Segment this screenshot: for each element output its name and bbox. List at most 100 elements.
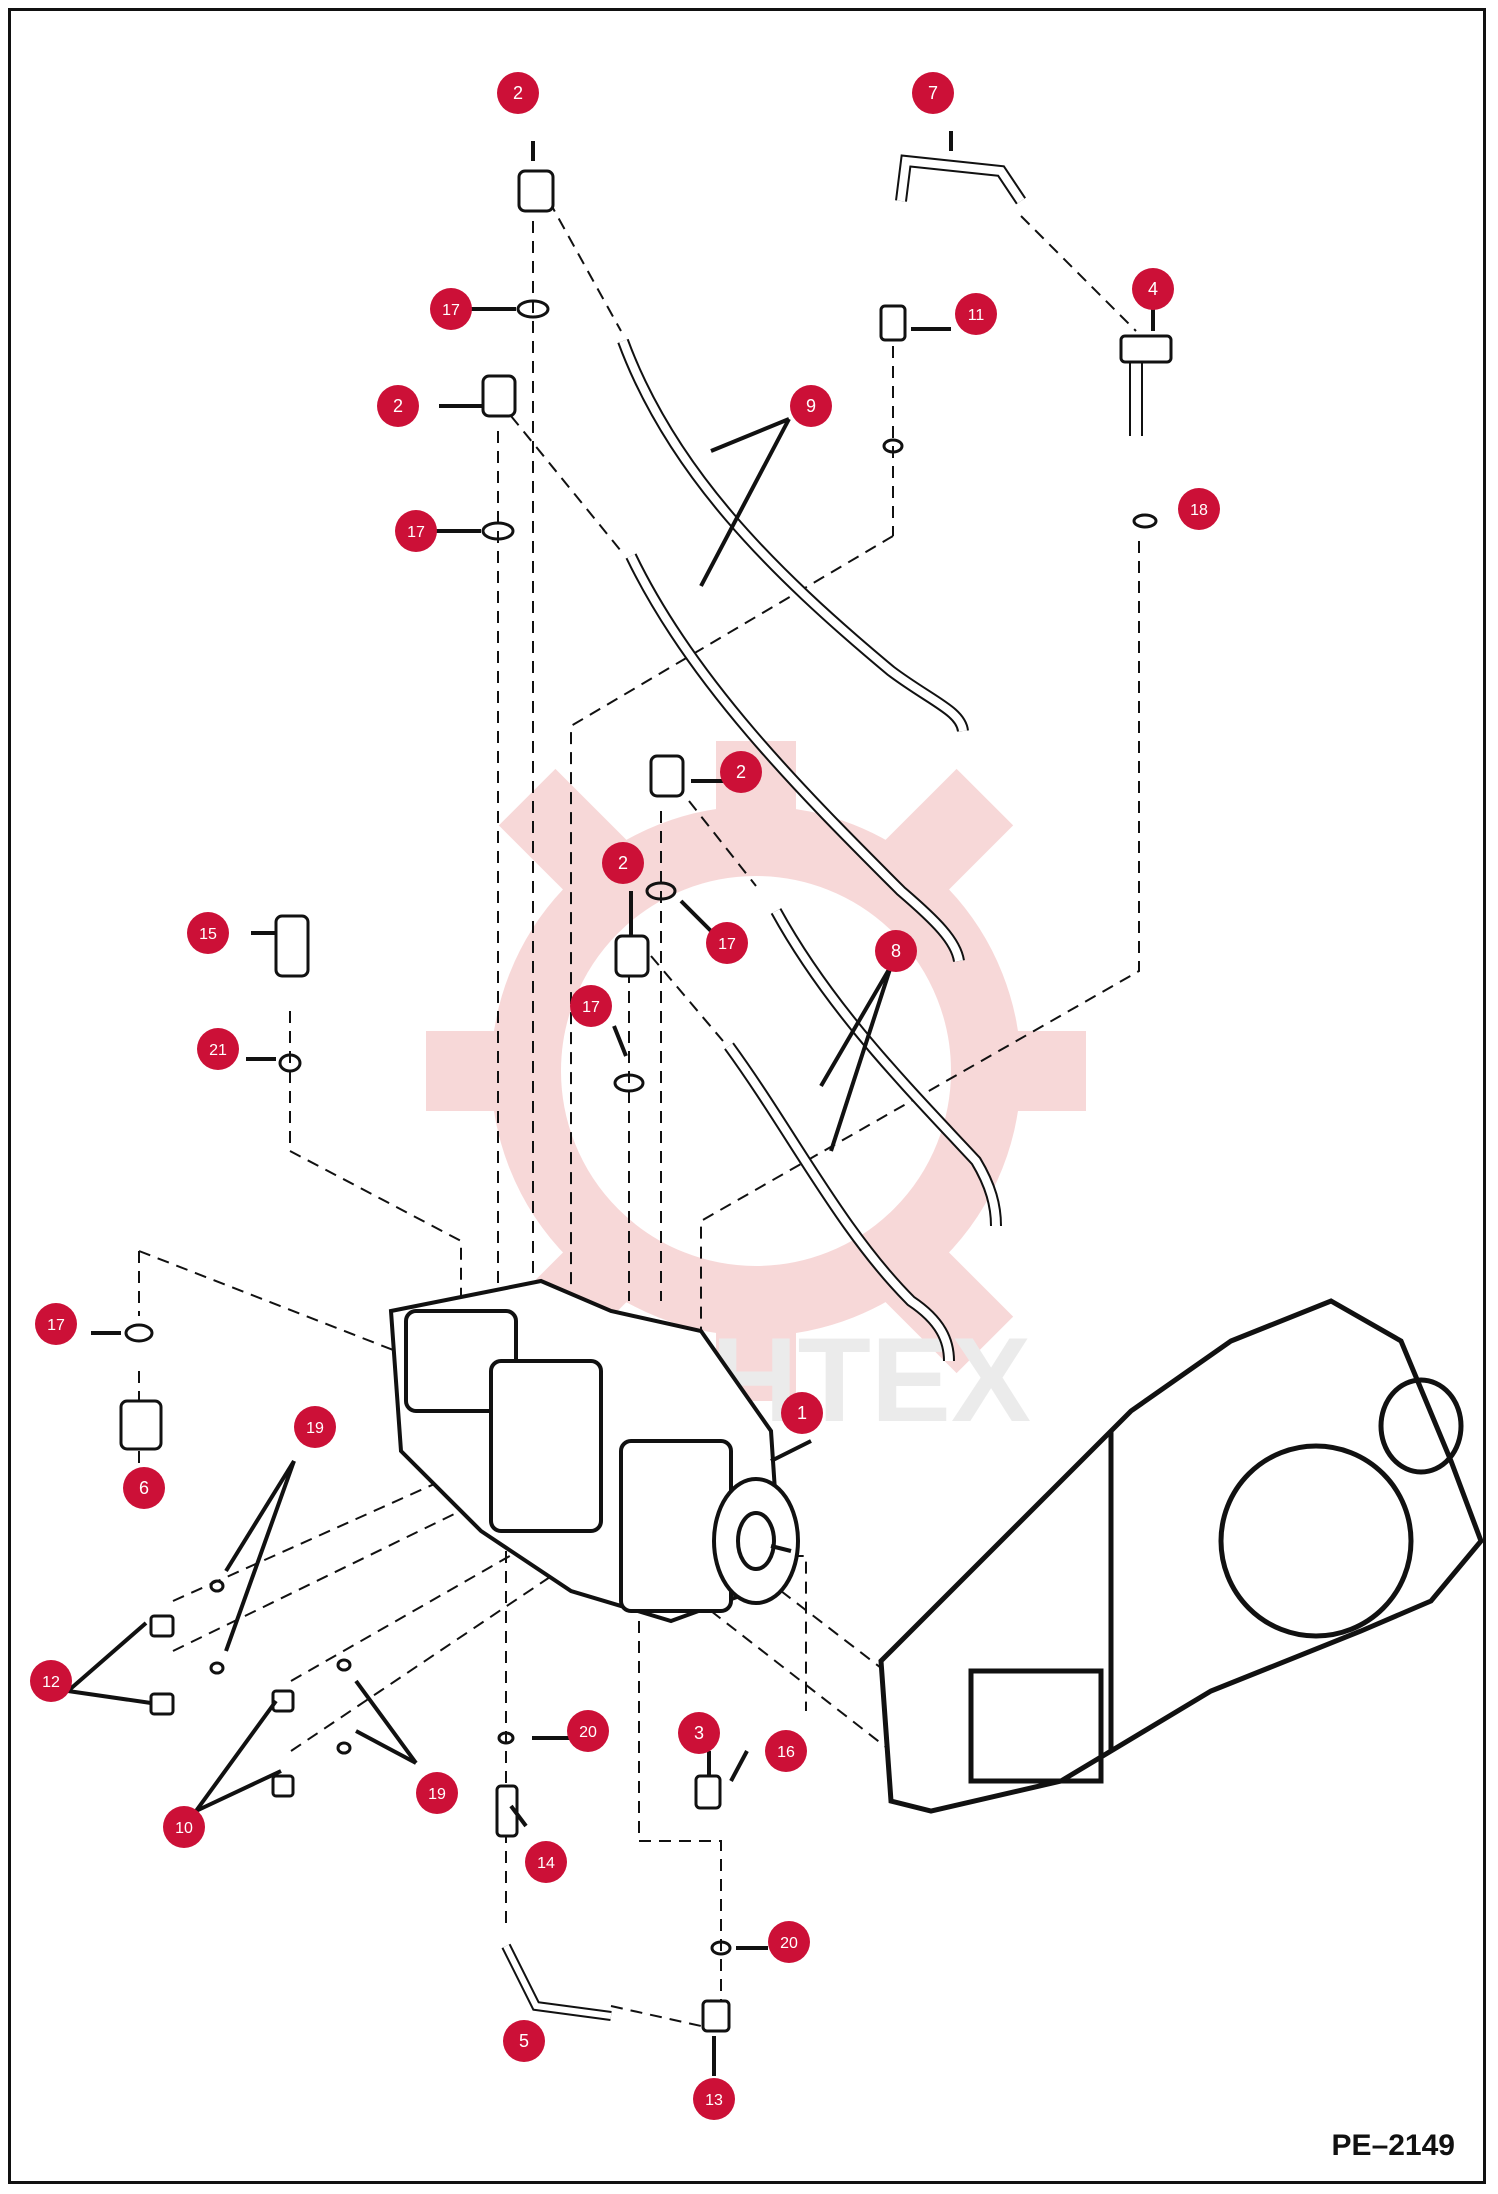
callout-circle xyxy=(781,1392,823,1434)
callout-circle xyxy=(416,1772,458,1814)
callout-label: 2 xyxy=(736,762,746,782)
callout-label: 20 xyxy=(780,1935,798,1952)
tee-fitting xyxy=(1119,334,1173,364)
callout-label: 14 xyxy=(537,1855,555,1872)
callout-19: 19 xyxy=(416,1772,458,1814)
callout-17: 17 xyxy=(570,985,612,1027)
callout-label: 2 xyxy=(618,853,628,873)
callout-17: 17 xyxy=(35,1303,77,1345)
callout-16: 16 xyxy=(765,1730,807,1772)
callout-label: 7 xyxy=(928,83,938,103)
callout-label: 12 xyxy=(42,1674,60,1691)
elbow-fitting xyxy=(701,1999,731,2033)
callout-circle xyxy=(567,1710,609,1752)
plug xyxy=(271,1774,295,1798)
callout-circle xyxy=(187,912,229,954)
callout-label: 20 xyxy=(579,1724,597,1741)
callout-label: 15 xyxy=(199,926,217,943)
callout-18: 18 xyxy=(1178,488,1220,530)
callout-label: 17 xyxy=(407,524,425,541)
callout-circle xyxy=(602,842,644,884)
callout-label: 21 xyxy=(209,1042,227,1059)
plug xyxy=(271,1689,295,1713)
callout-circle xyxy=(197,1028,239,1070)
callout-circle xyxy=(163,1806,205,1848)
callout-label: 8 xyxy=(891,941,901,961)
callout-circle xyxy=(395,510,437,552)
elbow-fitting xyxy=(614,934,650,978)
callout-15: 15 xyxy=(187,912,229,954)
callout-label: 16 xyxy=(777,1744,795,1761)
callout-circle xyxy=(30,1660,72,1702)
callout-12: 12 xyxy=(30,1660,72,1702)
callout-2: 2 xyxy=(497,72,539,114)
callout-label: 6 xyxy=(139,1478,149,1498)
tee-fitting xyxy=(119,1399,163,1451)
callout-1: 1 xyxy=(781,1392,823,1434)
plug xyxy=(149,1614,175,1638)
callout-label: 4 xyxy=(1148,279,1158,299)
callout-circle xyxy=(35,1303,77,1345)
callout-label: 3 xyxy=(694,1723,704,1743)
callout-21: 21 xyxy=(197,1028,239,1070)
callout-circle xyxy=(123,1467,165,1509)
callout-label: 18 xyxy=(1190,502,1208,519)
elbow-fitting xyxy=(517,169,555,213)
callout-17: 17 xyxy=(395,510,437,552)
hydraulic-pump-exploded-diagram: MHTEX xyxy=(30,72,1484,2120)
callout-label: 17 xyxy=(442,302,460,319)
callout-circle xyxy=(875,930,917,972)
callout-9: 9 xyxy=(790,385,832,427)
callout-circle xyxy=(503,2020,545,2062)
callout-circle xyxy=(294,1406,336,1448)
callout-circle xyxy=(955,293,997,335)
callout-circle xyxy=(678,1712,720,1754)
callout-7: 7 xyxy=(912,72,954,114)
callout-8: 8 xyxy=(875,930,917,972)
callout-17: 17 xyxy=(430,288,472,330)
callout-circle xyxy=(1178,488,1220,530)
adapter-fitting xyxy=(879,304,907,342)
engine-flywheel-housing xyxy=(878,1298,1484,1814)
hydraulic-hoses xyxy=(501,154,1143,2021)
callout-circle xyxy=(768,1921,810,1963)
fittings xyxy=(119,169,1173,2033)
callout-17: 17 xyxy=(706,922,748,964)
callout-2: 2 xyxy=(602,842,644,884)
callout-label: 17 xyxy=(718,936,736,953)
callout-14: 14 xyxy=(525,1841,567,1883)
callout-label: 2 xyxy=(513,83,523,103)
callout-markers: 2 7 17 11 4 9 2 17 18 2 2 17 8 15 17 21 17 1 19 6 12 20 3 16 19 1… xyxy=(30,72,1220,2120)
callout-label: 17 xyxy=(47,1317,65,1334)
callout-circle xyxy=(497,72,539,114)
callout-circle xyxy=(525,1841,567,1883)
callout-10: 10 xyxy=(163,1806,205,1848)
callout-11: 11 xyxy=(955,293,997,335)
callout-label: 19 xyxy=(306,1420,324,1437)
callout-circle xyxy=(912,72,954,114)
callout-19: 19 xyxy=(294,1406,336,1448)
callout-label: 1 xyxy=(797,1403,807,1423)
page-code: PE–2149 xyxy=(1331,2129,1455,2162)
callout-label: 2 xyxy=(393,396,403,416)
callout-label: 11 xyxy=(968,307,985,324)
callout-13: 13 xyxy=(693,2078,735,2120)
tandem-hydraulic-pump xyxy=(388,1278,800,1624)
tee-fitting xyxy=(274,914,310,978)
callout-2: 2 xyxy=(377,385,419,427)
callout-label: 5 xyxy=(519,2031,529,2051)
bolt xyxy=(694,1774,722,1810)
callout-circle xyxy=(430,288,472,330)
callout-circle xyxy=(790,385,832,427)
plug xyxy=(149,1692,175,1716)
diagram-sheet: MHTEX xyxy=(8,8,1486,2184)
callout-5: 5 xyxy=(503,2020,545,2062)
elbow-fitting xyxy=(649,754,685,798)
callout-circle xyxy=(765,1730,807,1772)
callout-circle xyxy=(693,2078,735,2120)
callout-label: 13 xyxy=(705,2092,723,2109)
callout-circle xyxy=(720,751,762,793)
callout-label: 17 xyxy=(582,999,600,1016)
callout-label: 10 xyxy=(175,1820,193,1837)
callout-20: 20 xyxy=(567,1710,609,1752)
